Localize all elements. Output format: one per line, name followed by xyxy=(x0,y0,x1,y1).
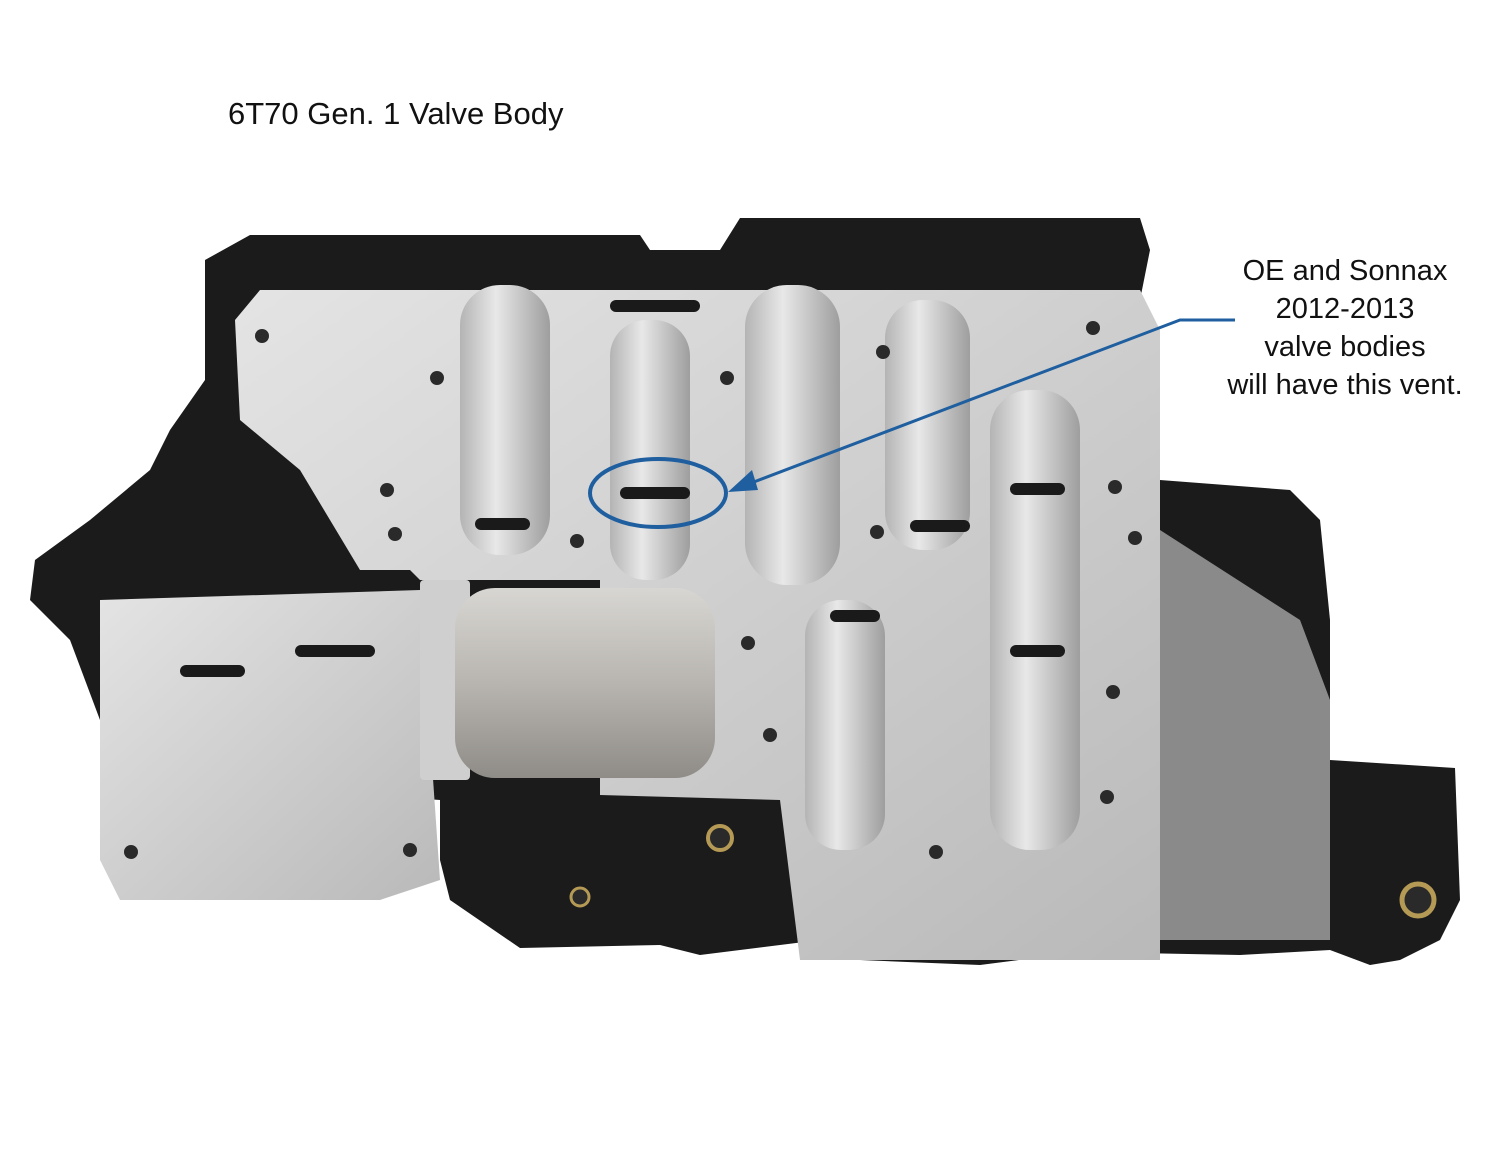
callout-line-1: OE and Sonnax xyxy=(1242,255,1448,287)
callout-line-4: will have this vent. xyxy=(1227,369,1463,401)
callout-arrowhead xyxy=(728,470,758,492)
valve-bores xyxy=(460,285,1080,850)
callout-line-3: valve bodies xyxy=(1264,331,1426,363)
brass-ports xyxy=(569,824,1437,919)
lower-aluminum-base xyxy=(100,590,440,900)
highlighted-vent-ellipse xyxy=(588,457,728,529)
vent-callout-text: OE and Sonnax 2012-2013 valve bodies wil… xyxy=(1195,252,1495,404)
solenoid xyxy=(420,580,715,780)
callout-line-2: 2012-2013 xyxy=(1275,293,1415,325)
vent-slots xyxy=(180,300,1065,677)
callout-arrow-line xyxy=(737,318,1235,490)
right-aluminum-end xyxy=(1160,530,1330,940)
image-title: 6T70 Gen. 1 Valve Body xyxy=(228,96,564,131)
